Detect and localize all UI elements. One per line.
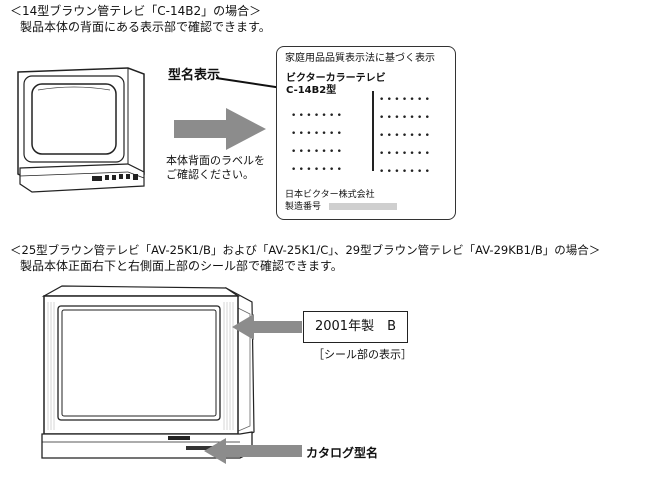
seal-text: 2001年製 B xyxy=(314,319,396,334)
model-display-label: 型名表示 xyxy=(168,68,221,83)
label-divider xyxy=(372,91,374,171)
label-product-name: ビクターカラーテレビ xyxy=(286,73,386,84)
label-model: C-14B2型 xyxy=(286,85,337,96)
back-label-note-1: 本体背面のラベルを xyxy=(166,154,265,167)
placeholder-dots: ••••••• xyxy=(291,111,345,121)
large-crt-tv-illustration xyxy=(41,285,255,459)
label-panel-title: 家庭用品品質表示法に基づく表示 xyxy=(285,53,435,64)
catalog-model-label: カタログ型名 xyxy=(306,446,379,460)
gray-arrow-icon xyxy=(232,314,302,340)
gray-arrow-icon xyxy=(174,108,266,150)
placeholder-dots: ••••••• xyxy=(379,167,433,177)
placeholder-dots: ••••••• xyxy=(291,129,345,139)
small-crt-tv-illustration xyxy=(17,67,145,193)
placeholder-dots: ••••••• xyxy=(291,147,345,157)
gray-arrow-icon xyxy=(204,438,302,464)
section1-subtext: 製品本体の背面にある表示部で確認できます。 xyxy=(20,20,271,34)
placeholder-dots: ••••••• xyxy=(379,113,433,123)
label-maker: 日本ビクター株式会社 xyxy=(285,190,375,200)
section1-heading: ＜14型ブラウン管テレビ「C-14B2」の場合＞ xyxy=(10,4,262,18)
placeholder-dots: ••••••• xyxy=(379,95,433,105)
section2-subtext: 製品本体正面右下と右側面上部のシール部で確認できます。 xyxy=(20,259,343,273)
section2-heading: ＜25型ブラウン管テレビ「AV-25K1/B」および「AV-25K1/C」、29… xyxy=(10,243,601,257)
seal-label-box: 2001年製 B xyxy=(303,311,408,343)
back-label-note-2: ご確認ください。 xyxy=(166,168,254,181)
seal-caption: ［シール部の表示］ xyxy=(313,348,412,361)
label-panel: 家庭用品品質表示法に基づく表示 ビクターカラーテレビ C-14B2型 •••••… xyxy=(276,46,456,220)
label-serial: 製造番号 xyxy=(285,202,322,212)
serial-number-bar xyxy=(329,203,397,210)
placeholder-dots: ••••••• xyxy=(291,165,345,175)
placeholder-dots: ••••••• xyxy=(379,149,433,159)
placeholder-dots: ••••••• xyxy=(379,131,433,141)
